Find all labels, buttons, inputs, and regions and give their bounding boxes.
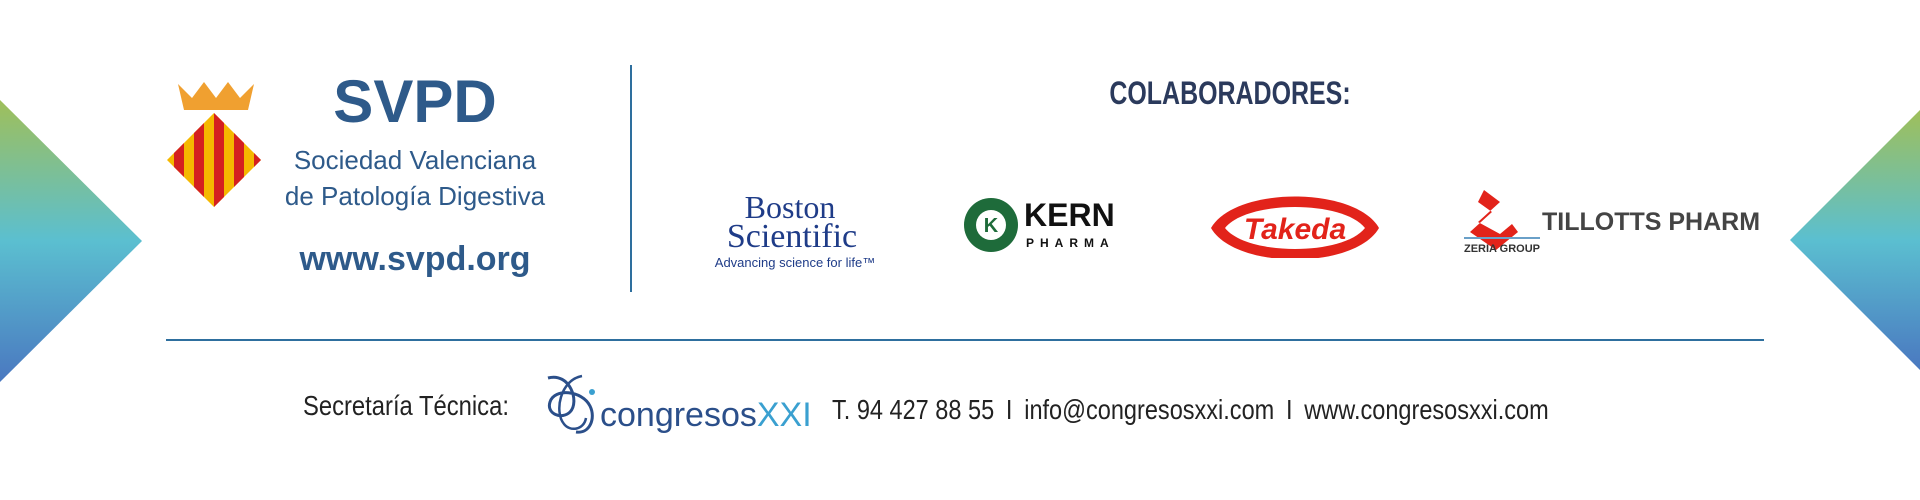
svpd-name-line1: Sociedad Valenciana <box>293 145 537 175</box>
footer-separator-2: I <box>1286 394 1293 425</box>
tillotts-pharma-logo: ZERIA GROUP TILLOTTS PHARMA <box>1464 190 1760 255</box>
kern-k-icon: K <box>984 215 999 237</box>
boston-scientific-line1: Boston <box>745 189 836 225</box>
tillotts-name: TILLOTTS PHARMA <box>1542 208 1760 236</box>
footer-separator-1: I <box>1005 394 1013 425</box>
secretaria-label: Secretaría Técnica: <box>303 390 509 421</box>
vertical-divider <box>630 65 632 292</box>
congresos-suffix: XXI <box>756 396 812 434</box>
svpd-crest-icon <box>167 82 261 207</box>
kern-sub: PHARMA <box>1026 236 1115 250</box>
right-gradient-triangle <box>1790 110 1920 370</box>
svpd-website: www.svpd.org <box>299 240 531 278</box>
kern-pharma-logo: K KERN PHARMA <box>964 197 1115 252</box>
svpd-acronym: SVPD <box>333 68 497 135</box>
boston-scientific-tagline: Advancing science for life™ <box>715 255 875 270</box>
tillotts-sub: ZERIA GROUP <box>1464 243 1540 255</box>
footer-email[interactable]: info@congresosxxi.com <box>1024 394 1275 425</box>
tillotts-emblem-icon <box>1470 190 1518 250</box>
svpd-full-name: Sociedad Valenciana de Patología Digesti… <box>270 142 560 214</box>
colaboradores-heading: COLABORADORES: <box>1109 75 1351 111</box>
footer-phone: T. 94 427 88 55 <box>832 394 995 425</box>
congresos-xxi-wordmark: congresosXXI <box>600 396 812 435</box>
svpd-name-line2: de Patología Digestiva <box>284 181 546 211</box>
footer-website[interactable]: www.congresosxxi.com <box>1304 394 1549 425</box>
horizontal-divider <box>166 339 1764 341</box>
congresos-xxi-emblem-icon <box>547 374 595 434</box>
takeda-name: Takeda <box>1244 213 1346 246</box>
takeda-logo: Takeda <box>1211 196 1379 258</box>
boston-scientific-logo: Boston Scientific Advancing science for … <box>715 189 875 270</box>
kern-name: KERN <box>1024 197 1115 233</box>
left-gradient-triangle <box>0 100 142 382</box>
boston-scientific-line2: Scientific <box>727 218 857 255</box>
congresos-main: congresos <box>600 396 757 434</box>
